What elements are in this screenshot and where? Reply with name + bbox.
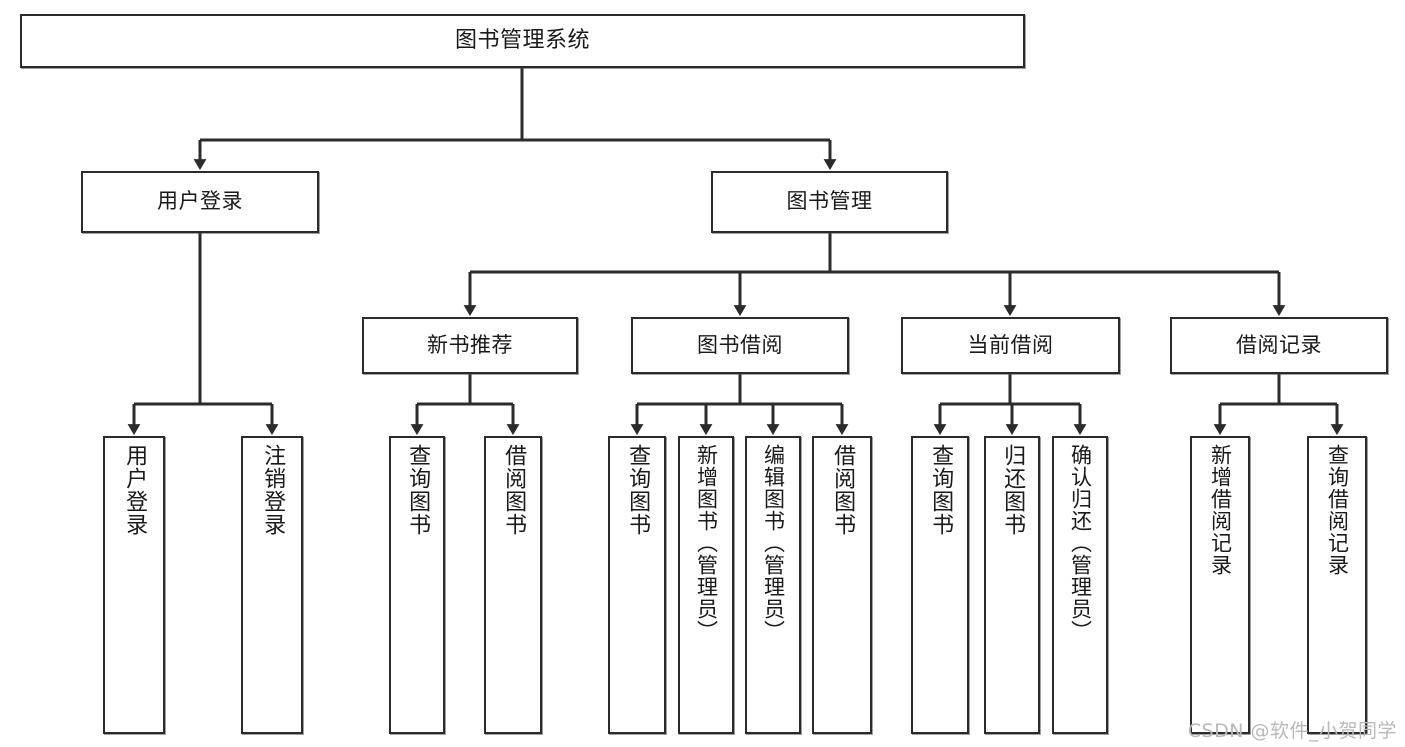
node-new-book-recommend[interactable]: 新书推荐	[362, 317, 578, 374]
leaf-node-label: 查询图书	[625, 444, 651, 536]
leaf-node[interactable]: 注销登录	[241, 436, 303, 734]
leaf-node[interactable]: 查询图书	[608, 436, 666, 734]
leaf-node[interactable]: 查询借阅记录	[1307, 436, 1367, 734]
leaf-node-label: 新增借阅记录	[1208, 444, 1233, 576]
node-book-borrow-label: 图书借阅	[697, 332, 783, 357]
leaf-node-label: 用户登录	[122, 444, 148, 536]
leaf-node[interactable]: 用户登录	[103, 436, 165, 734]
node-borrow-record-label: 借阅记录	[1236, 332, 1322, 357]
node-new-book-recommend-label: 新书推荐	[427, 332, 513, 357]
leaf-node[interactable]: 新增图书（管理员）	[678, 436, 734, 734]
leaf-node-label: 借阅图书	[501, 444, 527, 536]
leaf-node[interactable]: 归还图书	[984, 436, 1040, 734]
node-borrow-record[interactable]: 借阅记录	[1170, 317, 1388, 374]
leaf-node-label: 查询图书	[405, 444, 431, 536]
node-book-management-label: 图书管理	[786, 189, 873, 214]
leaf-node[interactable]: 确认归还（管理员）	[1052, 436, 1108, 734]
node-book-management[interactable]: 图书管理	[711, 171, 948, 233]
leaf-node[interactable]: 借阅图书	[812, 436, 872, 734]
leaf-node-label: 查询图书	[928, 444, 954, 536]
leaf-node-label: 归还图书	[1000, 444, 1026, 536]
node-root-label: 图书管理系统	[454, 27, 590, 53]
leaf-node-label: 编辑图书（管理员）	[761, 444, 786, 642]
leaf-node-label: 借阅图书	[830, 444, 856, 536]
leaf-node[interactable]: 借阅图书	[484, 436, 542, 734]
node-user-login-label: 用户登录	[157, 189, 243, 214]
leaf-node[interactable]: 查询图书	[911, 436, 969, 734]
leaf-node[interactable]: 新增借阅记录	[1190, 436, 1250, 734]
leaf-node-label: 查询借阅记录	[1325, 444, 1350, 576]
node-root[interactable]: 图书管理系统	[20, 14, 1025, 68]
node-book-borrow[interactable]: 图书借阅	[631, 317, 849, 374]
watermark-credit: CSDN @软件_小贺同学	[1187, 720, 1397, 742]
node-current-borrow-label: 当前借阅	[967, 332, 1054, 357]
node-current-borrow[interactable]: 当前借阅	[901, 317, 1120, 374]
leaf-node[interactable]: 编辑图书（管理员）	[745, 436, 801, 734]
leaf-node[interactable]: 查询图书	[389, 436, 445, 734]
leaf-node-label: 确认归还（管理员）	[1068, 444, 1093, 642]
node-user-login[interactable]: 用户登录	[81, 171, 319, 233]
leaf-node-label: 注销登录	[260, 444, 286, 536]
leaf-node-label: 新增图书（管理员）	[694, 444, 719, 642]
